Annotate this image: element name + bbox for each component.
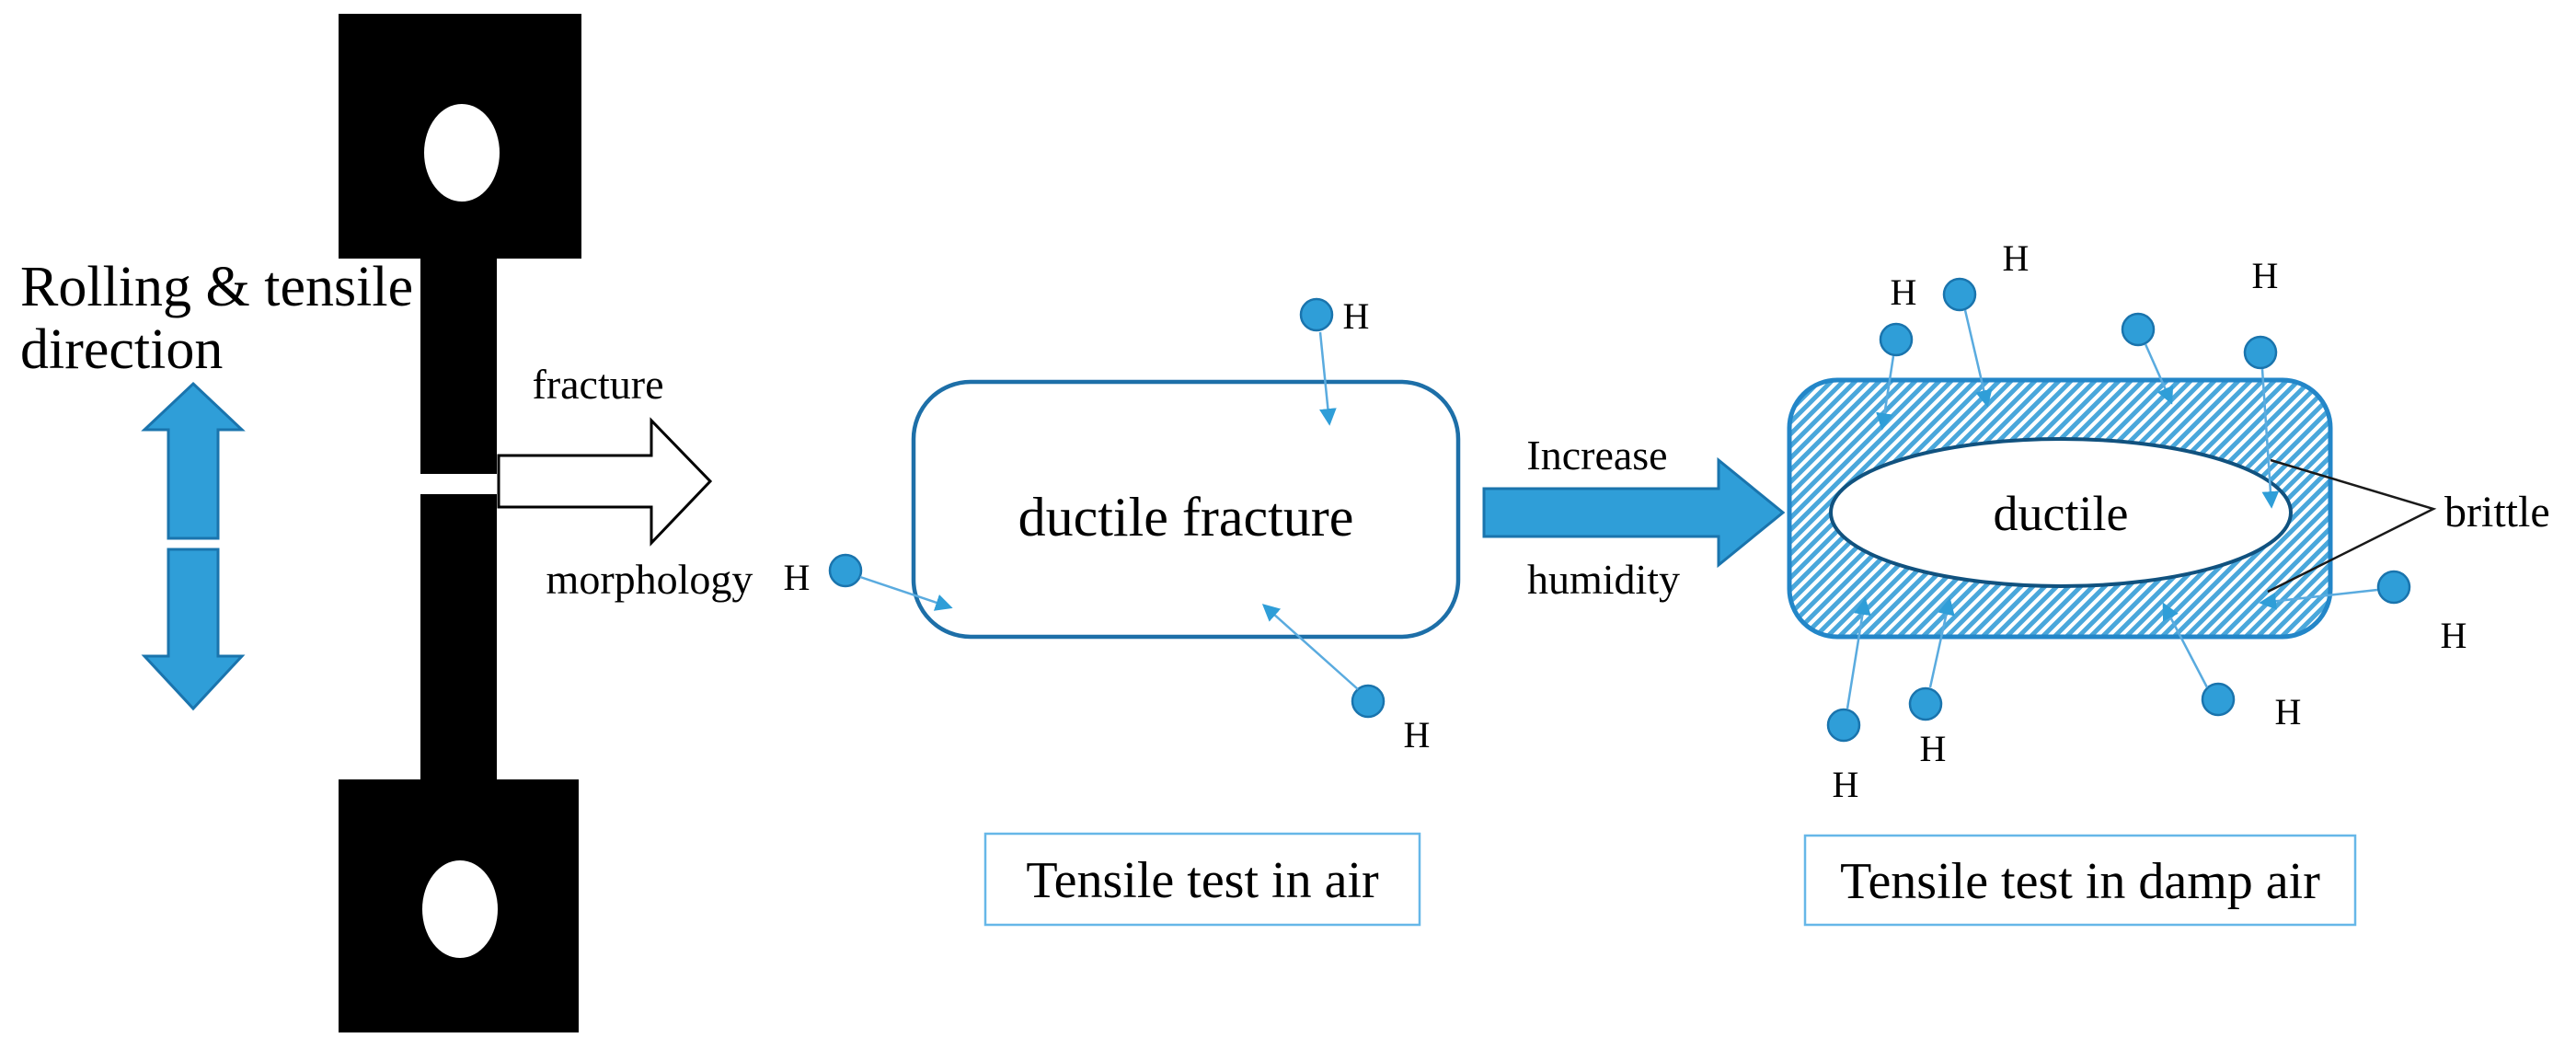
h-atom-bottom-1: H (1826, 597, 1871, 805)
h-atom-arrow (2144, 343, 2174, 405)
h-atom-circle (1942, 277, 1977, 312)
caption-damp: Tensile test in damp air (1803, 834, 2357, 927)
air-panel: ductile fracture H H H (784, 295, 1461, 755)
h-atom-circle (2121, 312, 2156, 347)
h-atom-label: H (1343, 295, 1370, 337)
rolling-direction-label: Rolling & tensile direction (20, 256, 413, 381)
h-atom-arrow (2260, 368, 2280, 509)
h-atom-label: H (2252, 255, 2279, 296)
specimen-top-hole (424, 104, 500, 202)
fracture-morphology-arrow: fracture morphology (497, 361, 753, 603)
right-arrow-outline-icon (497, 417, 713, 547)
h-atom-label: H (2441, 615, 2467, 656)
up-arrow-icon (141, 381, 246, 540)
h-atom-left: H (784, 553, 953, 611)
h-atom-circle (2201, 682, 2236, 717)
h-atom-circle (1299, 297, 1334, 332)
h-atom-arrow (1318, 331, 1337, 426)
caption-air-label: Tensile test in air (1026, 852, 1379, 909)
h-atom-circle (1351, 684, 1386, 719)
h-atom-arrow (1928, 597, 1955, 688)
h-atom-label: H (2003, 237, 2030, 279)
h-atom-top-1: H (1876, 271, 1917, 431)
h-atom-label: H (784, 557, 811, 598)
h-atom-circle (2376, 570, 2411, 605)
h-atom-top: H (1299, 295, 1370, 426)
specimen-silhouette (339, 14, 581, 1032)
h-atom-arrow (1846, 597, 1871, 709)
h-atom-circle (828, 553, 863, 588)
h-atom-bottom-3: H (2162, 602, 2302, 732)
increase-label: Increase (1526, 432, 1667, 479)
specimen-bottom-hole (422, 860, 498, 958)
caption-air-box (983, 832, 1421, 927)
h-atom-label: H (1891, 271, 1917, 313)
direction-double-arrow (141, 381, 246, 711)
h-atom-arrow (2162, 602, 2209, 688)
morphology-label: morphology (546, 556, 753, 603)
h-atom-label: H (2275, 691, 2302, 732)
brittle-connector-lines (2267, 458, 2437, 594)
h-atom-top-2: H (1942, 237, 2030, 408)
h-atom-circle (1908, 686, 1943, 721)
h-atom-arrow (2259, 588, 2378, 610)
ductile-label: ductile (1994, 486, 2129, 541)
h-atom-arrow (1261, 604, 1359, 690)
increase-humidity-arrow: Increase humidity (1482, 432, 1786, 603)
ductile-core-ellipse (1829, 437, 2293, 588)
h-atom-arrow (1876, 355, 1895, 431)
caption-damp-box (1803, 834, 2357, 927)
h-atom-circle (1826, 708, 1861, 743)
damp-panel: ductile H H H H H (1787, 237, 2550, 805)
rolling-direction-line1: Rolling & tensile (20, 256, 413, 318)
ductile-fracture-label: ductile fracture (1018, 487, 1354, 548)
ductile-fracture-box (911, 379, 1461, 640)
h-atom-bottom: H (1261, 604, 1431, 755)
h-atom-label: H (1404, 714, 1431, 755)
h-atom-right: H (2259, 570, 2467, 656)
fracture-label: fracture (533, 361, 664, 408)
caption-air: Tensile test in air (983, 832, 1421, 927)
rolling-direction-line2: direction (20, 318, 223, 381)
h-atom-arrow (859, 575, 953, 611)
h-atom-arrow (1963, 309, 1993, 408)
tensile-specimen (339, 14, 581, 1032)
caption-damp-label: Tensile test in damp air (1840, 853, 2320, 910)
h-atom-label: H (1833, 764, 1859, 805)
brittle-pointer: brittle (2267, 458, 2550, 594)
h-atom-label: H (1920, 728, 1947, 769)
h-atom-circle (1879, 322, 1914, 357)
down-arrow-icon (141, 548, 246, 711)
h-atom-bottom-2: H (1908, 597, 1955, 769)
humidity-label: humidity (1527, 556, 1680, 603)
h-atom-top-4: H (2243, 255, 2280, 509)
brittle-label: brittle (2444, 488, 2550, 536)
thick-right-arrow-icon (1482, 456, 1786, 569)
h-atom-top-3 (2121, 312, 2174, 405)
h-atom-circle (2243, 335, 2278, 370)
